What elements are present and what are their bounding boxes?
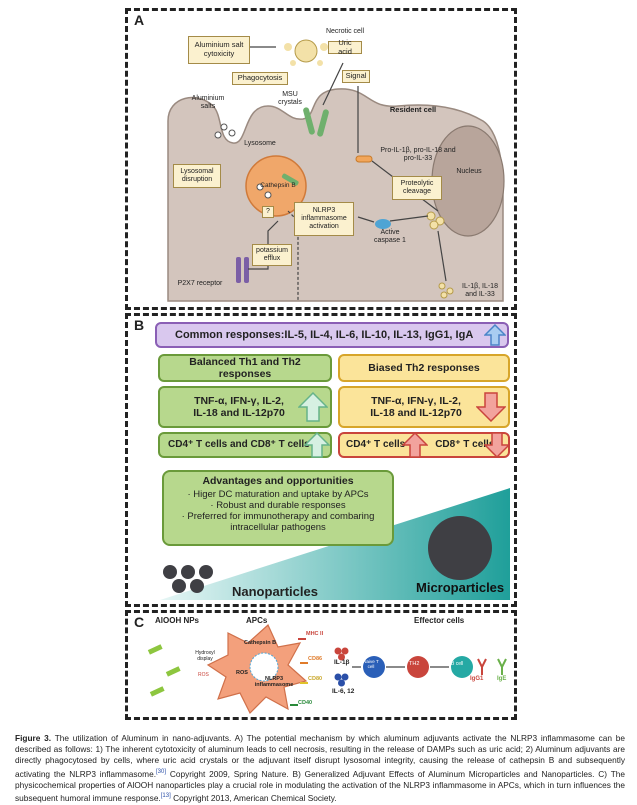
- caption-text-2: Copyright 2009, Spring Nature. B) Genera…: [15, 768, 625, 803]
- aluminium-salts-label: Aluminium salts: [191, 94, 225, 110]
- il1b-label: IL-1β: [334, 659, 350, 666]
- necrotic-cell-label: Necrotic cell: [325, 27, 365, 35]
- nlrp3-box: NLRP3 inflammasome activation: [294, 202, 354, 236]
- nucleus-label: Nucleus: [456, 167, 482, 175]
- tnf-right-text: TNF-α, IFN-γ, IL-2, IL-18 and IL-12p70: [370, 394, 462, 419]
- apcs-label: APCs: [246, 616, 268, 625]
- advantages-title: Advantages and opportunities: [202, 475, 354, 487]
- panel-a-diagram: [167, 39, 505, 302]
- panel-b-label: B: [134, 317, 145, 333]
- caption-text-3: Copyright 2013, American Chemical Societ…: [173, 792, 337, 803]
- potassium-efflux-box: potassium efflux: [252, 244, 292, 266]
- uric-acid-box: Uric acid: [328, 38, 362, 55]
- aluminium-cytotoxicity-box: Aluminium salt cytoxicity: [188, 36, 250, 64]
- biased-box: Biased Th2 responses: [338, 354, 510, 382]
- microparticle-ball: [428, 516, 492, 580]
- lysosome-label: Lysosome: [244, 139, 276, 147]
- lysosomal-disruption-box: Lysosomal disruption: [173, 164, 221, 188]
- phagocytosis-box: Phagocytosis: [232, 72, 288, 85]
- tnf-left-text: TNF-α, IFN-γ, IL-2, IL-18 and IL-12p70: [193, 394, 285, 419]
- cd4-right-text: CD4⁺ T cells: [346, 439, 406, 451]
- cd4-right-up-arrow: [402, 432, 428, 458]
- cathepsin-b-label: Cathepsin B: [260, 182, 296, 190]
- cd80-label: CD80: [308, 676, 323, 682]
- panel-c-label: C: [134, 614, 145, 630]
- naive-t-label: Naive T cell: [363, 659, 379, 669]
- panel-c: [125, 610, 517, 720]
- balanced-box: Balanced Th1 and Th2 responses: [158, 354, 332, 382]
- caption-ref-2: [13]: [160, 792, 171, 799]
- advantages-box: Advantages and opportunities · Higer DC …: [162, 470, 394, 546]
- il-out-label: IL-1β, IL-18 and IL-33: [462, 282, 498, 298]
- tnf-left-up-arrow: [298, 392, 328, 422]
- panel-a-label: A: [134, 12, 145, 28]
- caption-text: The utilization of Aluminum in nano-adju…: [15, 733, 625, 779]
- mhc-label: MHC II: [306, 631, 324, 637]
- microparticles-label: Microparticles: [416, 580, 505, 595]
- msu-crystals-label: MSU crystals: [278, 90, 302, 106]
- alooh-label: AlOOH NPs: [155, 616, 200, 625]
- cd-left-text: CD4⁺ T cells and CD8⁺ T cells: [168, 439, 310, 451]
- pro-il-label: Pro-IL-1β, pro-IL-18 and pro-IL-33: [380, 146, 456, 162]
- nanoparticles-label: Nanoparticles: [232, 584, 318, 599]
- th2-label: TH2: [409, 661, 420, 667]
- tnf-right-down-arrow: [476, 392, 506, 422]
- cd8-right-text: CD8⁺ T cells: [435, 439, 495, 451]
- il612-label: IL-6, 12: [332, 688, 355, 695]
- question-box: ?: [262, 206, 274, 218]
- advantages-line-3: · Preferred for immunotherapy and combar…: [181, 511, 375, 533]
- active-caspase-label: Active caspase 1: [374, 228, 406, 244]
- b-cell-shape: [451, 656, 473, 678]
- igg1-label: IgG1: [470, 676, 484, 682]
- th2-cell-shape: [407, 656, 429, 678]
- nlrp3-c-label: NLRP3 inflammasome: [254, 676, 294, 688]
- b-cell-label: B cell: [451, 661, 464, 667]
- common-responses-text: Common responses:IL-5, IL-4, IL-6, IL-10…: [175, 328, 474, 341]
- signal-box: Signal: [342, 70, 370, 83]
- caption-fig-label: Figure 3.: [15, 733, 52, 743]
- ige-label: IgE: [497, 676, 507, 682]
- resident-cell-label: Resident cell: [389, 104, 437, 114]
- lysosome-shape: [245, 155, 307, 217]
- panel-a: [125, 8, 517, 310]
- common-up-arrow: [484, 324, 506, 346]
- common-responses-box: Common responses:IL-5, IL-4, IL-6, IL-10…: [155, 322, 509, 348]
- cd-right-box: CD4⁺ T cells CD8⁺ T cells: [338, 432, 510, 458]
- ros-label: ROS: [236, 670, 248, 676]
- hydroxyl-label: Hydroxyl display: [195, 650, 215, 662]
- cathepsin-label: Cathepsin B: [244, 640, 277, 646]
- caption-ref-1: [30]: [156, 768, 167, 775]
- ros-small-label: ROS: [198, 672, 209, 678]
- advantages-line-1: · Higer DC maturation and uptake by APCs: [187, 489, 369, 500]
- advantages-line-2: · Robust and durable responses: [210, 500, 346, 511]
- proteolytic-cleavage-box: Proteolytic cleavage: [392, 176, 442, 200]
- cd40-label: CD40: [298, 700, 313, 706]
- cd86-label: CD86: [308, 656, 323, 662]
- cd-left-up-arrow: [304, 432, 330, 458]
- figure-caption: Figure 3. The utilization of Aluminum in…: [15, 733, 625, 804]
- naive-t-cell-shape: [363, 656, 385, 678]
- panel-c-diagram: [147, 624, 507, 715]
- cd-left-box: CD4⁺ T cells and CD8⁺ T cells: [158, 432, 332, 458]
- cd8-right-down-arrow: [484, 432, 510, 458]
- effector-label: Effector cells: [414, 616, 465, 625]
- p2x7-label: P2X7 receptor: [177, 279, 223, 287]
